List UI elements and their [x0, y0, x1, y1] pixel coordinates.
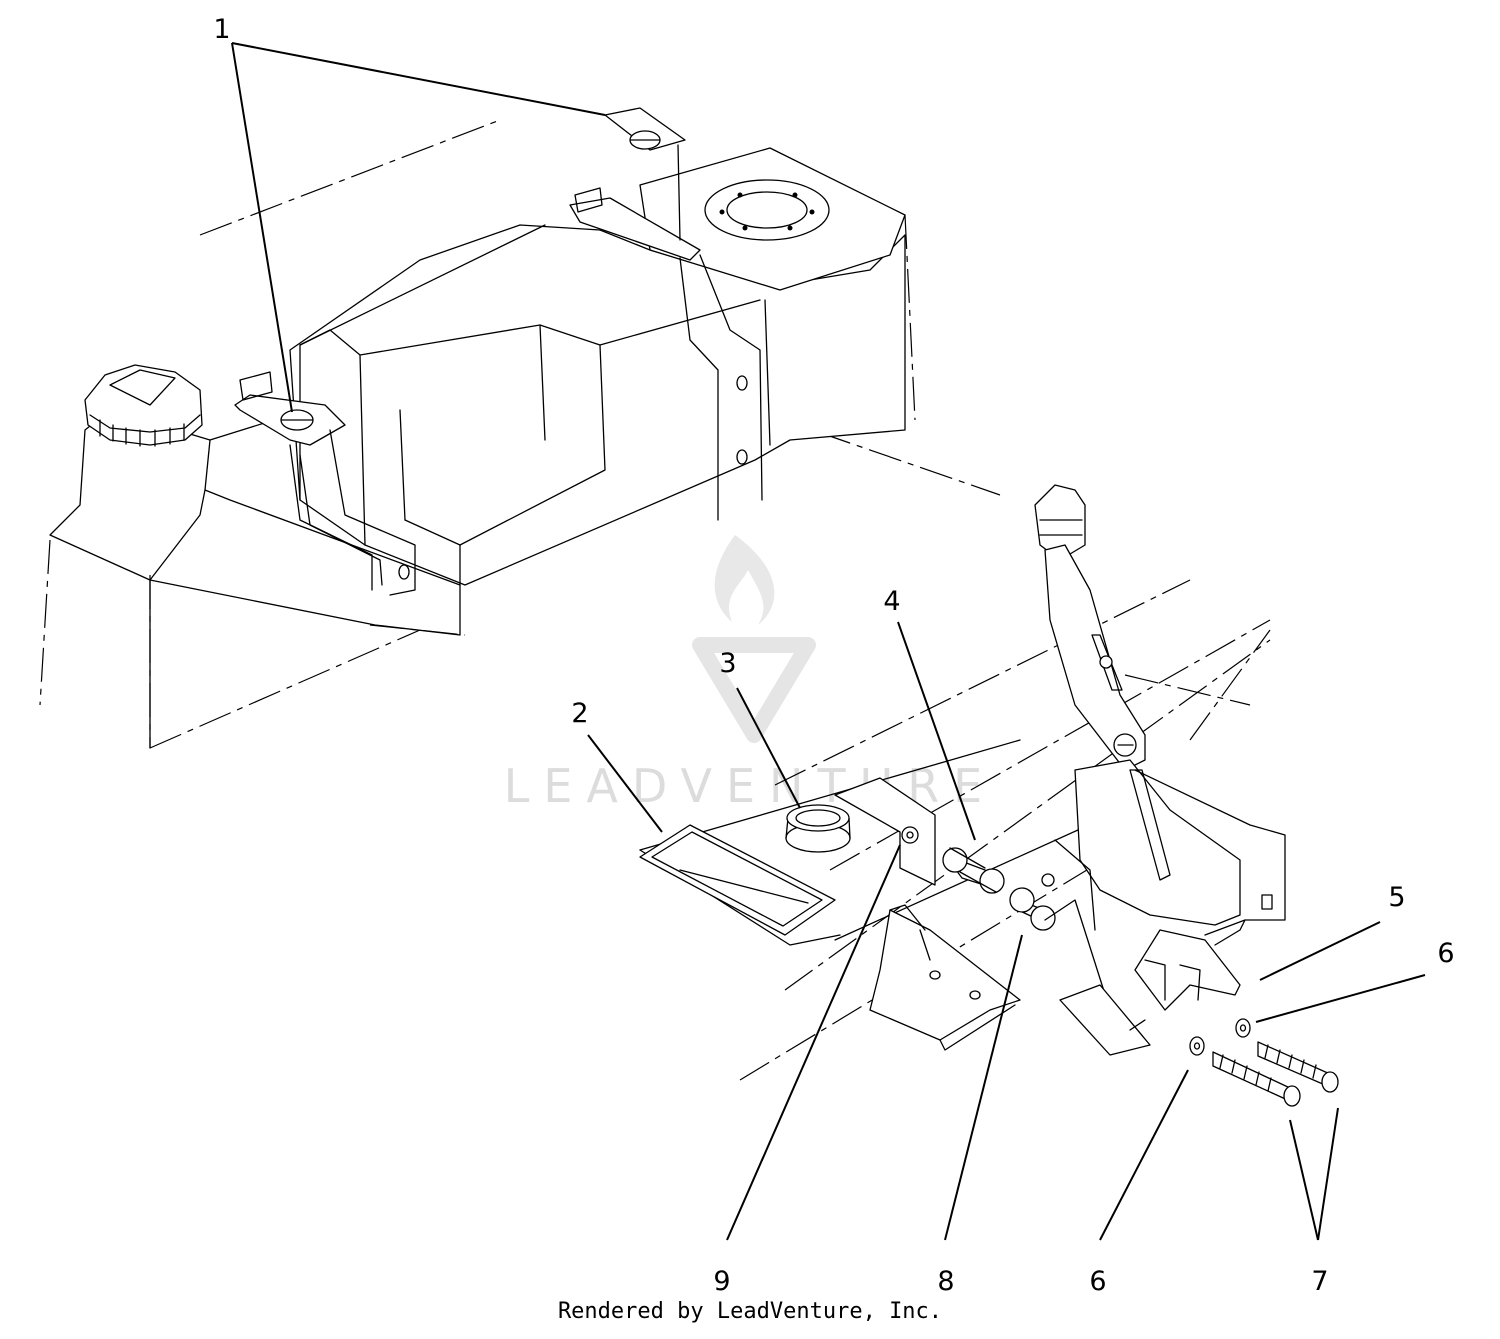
leader-8 [944, 934, 1023, 1241]
callout-5: 5 [1388, 882, 1405, 913]
callout-2: 2 [571, 698, 588, 729]
leader-1a [231, 42, 606, 116]
leader-7a [1289, 1119, 1319, 1241]
callout-8: 8 [937, 1266, 954, 1297]
callout-3: 3 [719, 648, 736, 679]
callouts: 1 2 3 4 5 6 6 7 8 9 [213, 14, 1454, 1297]
callout-9: 9 [713, 1266, 730, 1297]
leader-9 [726, 844, 901, 1241]
leader-2 [587, 734, 663, 833]
leader-3 [736, 687, 801, 809]
leader-5 [1259, 921, 1381, 981]
watermark: LEADVENTURE [504, 535, 997, 813]
fuel-tank-assembly [39, 107, 1001, 749]
callout-1: 1 [213, 14, 230, 45]
leader-6a [1255, 974, 1426, 1023]
callout-7: 7 [1311, 1266, 1328, 1297]
watermark-text: LEADVENTURE [504, 759, 997, 813]
leader-4 [897, 621, 976, 841]
callout-6-upper: 6 [1437, 938, 1454, 969]
callout-6-lower: 6 [1089, 1266, 1106, 1297]
leader-1b [231, 42, 293, 413]
leader-7b [1317, 1107, 1339, 1241]
leader-lines [231, 42, 1426, 1241]
credit-text: Rendered by LeadVenture, Inc. [558, 1299, 942, 1324]
frame-assembly [639, 484, 1339, 1107]
leader-6b [1099, 1069, 1189, 1241]
callout-4: 4 [883, 586, 900, 617]
